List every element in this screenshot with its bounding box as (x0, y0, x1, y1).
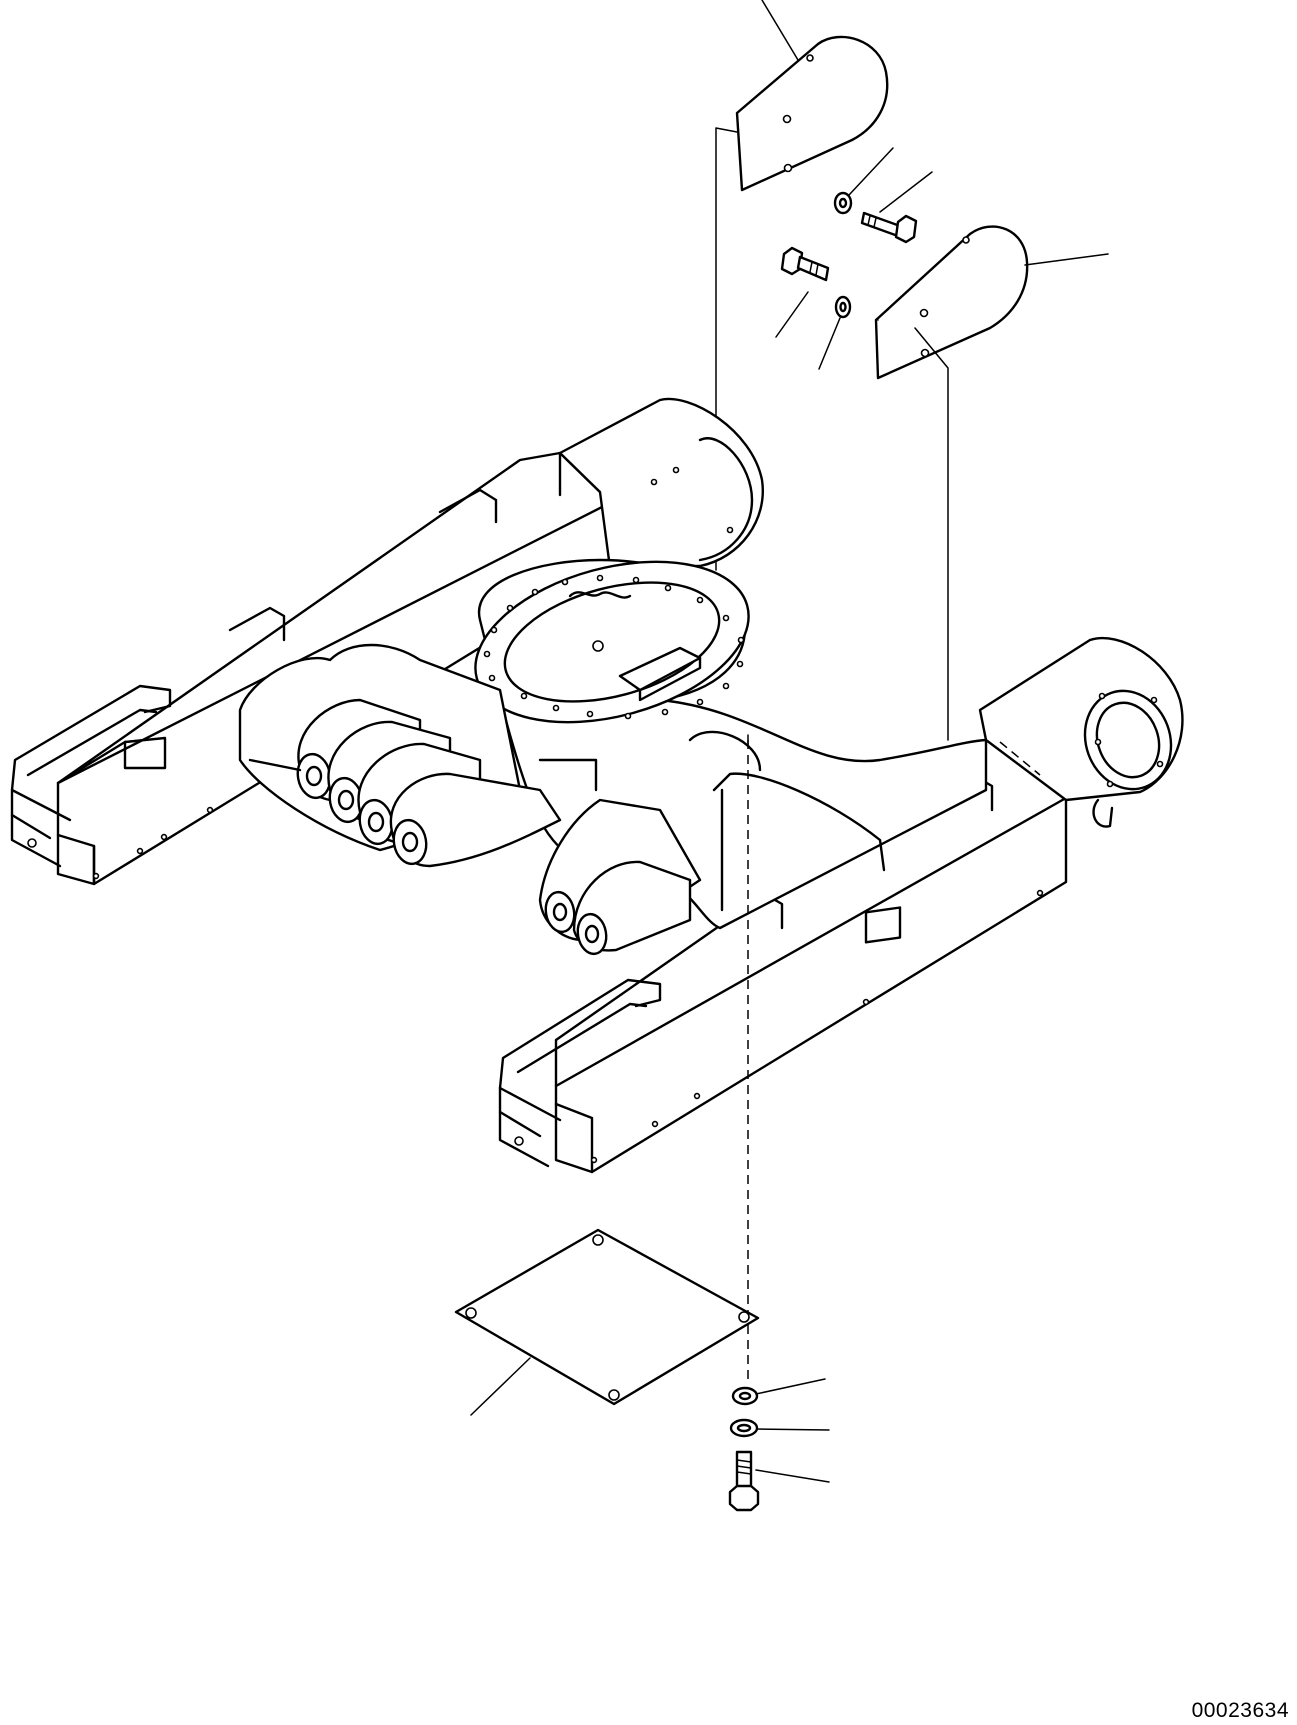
upper-cover-plate-left (735, 35, 889, 192)
bottom-cover-plate (454, 1228, 760, 1406)
lower-brackets (538, 798, 702, 956)
upper-cover-plate-right (874, 225, 1029, 380)
leader-line-bolt-middle (775, 291, 809, 338)
drawing-number: 00023634 (1191, 1699, 1289, 1722)
washer-upper (833, 191, 853, 215)
leader-line-bottom-cover (470, 1357, 531, 1416)
leader-line-bolt-lower (755, 1469, 830, 1483)
leader-line-washer-upper (848, 147, 894, 196)
leader-line-cover-left (761, 0, 799, 61)
nut-lower (731, 1386, 759, 1406)
track-frame (10, 397, 1184, 1380)
bolt-lower (728, 1450, 760, 1512)
washer-middle (834, 295, 852, 319)
boom-brackets (238, 643, 598, 868)
leader-line-bolt-upper (879, 171, 933, 213)
leader-line-washer-lower (756, 1428, 830, 1431)
leader-line-washer-middle (818, 317, 841, 370)
leader-line-nut-lower (755, 1378, 826, 1395)
bolt-middle (780, 246, 830, 282)
bolt-upper (860, 211, 918, 244)
leader-line-cover-right (1024, 253, 1109, 266)
ring-bolt-holes (483, 574, 745, 720)
washer-lower (729, 1418, 759, 1438)
